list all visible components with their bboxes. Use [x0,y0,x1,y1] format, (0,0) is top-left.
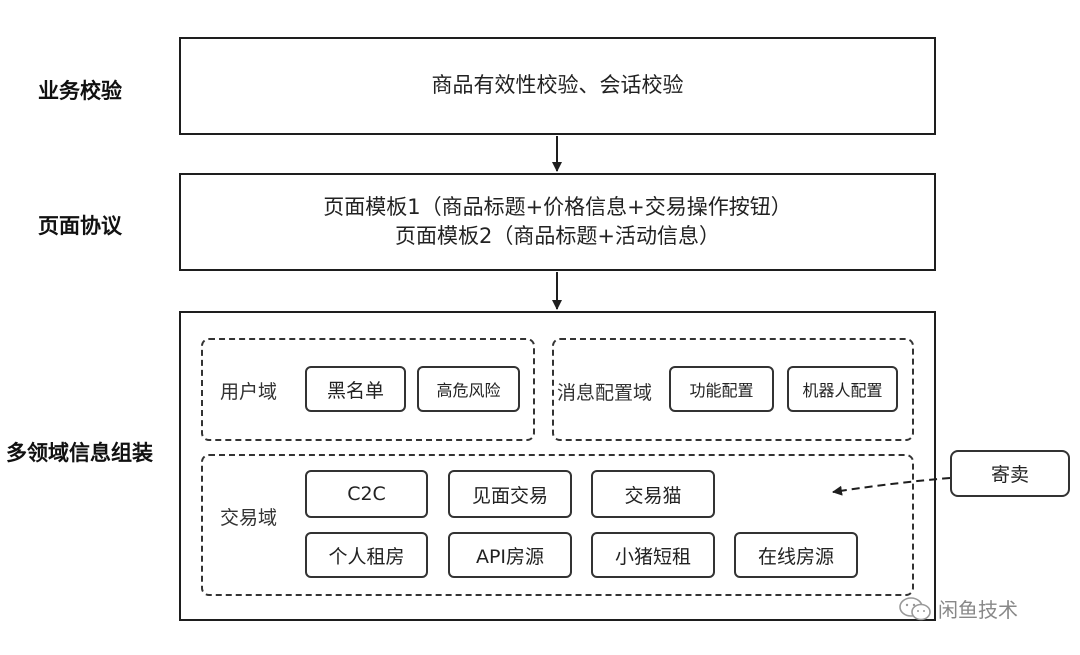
page-protocol-box: 页面模板1（商品标题+价格信息+交易操作按钮） 页面模板2（商品标题+活动信息） [179,173,936,271]
page-protocol-label: 页面协议 [38,214,122,238]
page-template-1-text: 页面模板1（商品标题+价格信息+交易操作按钮） [323,194,792,219]
business-validation-text: 商品有效性校验、会话校验 [431,73,684,98]
blacklist-chip: 黑名单 [305,366,406,412]
trade-cat-chip: 交易猫 [591,470,715,518]
feature-config-chip: 功能配置 [669,366,774,412]
business-validation-label: 业务校验 [38,79,122,103]
user-domain-label: 用户域 [220,381,278,403]
trade-domain-group [201,454,914,596]
user-domain-group [201,338,535,441]
business-validation-box: 商品有效性校验、会话校验 [179,37,936,135]
personal-rental-chip: 个人租房 [305,532,428,578]
wechat-icon [899,596,931,620]
trade-domain-label: 交易域 [220,507,278,529]
online-listing-chip: 在线房源 [734,532,858,578]
message-domain-group [552,338,914,441]
high-risk-chip: 高危风险 [417,366,520,412]
robot-config-chip: 机器人配置 [787,366,898,412]
watermark: 闲鱼技术 [898,594,1018,623]
domain-assembly-label: 多领域信息组装 [6,441,153,465]
xiaozhu-rental-chip: 小猪短租 [591,532,715,578]
message-domain-label: 消息配置域 [557,382,653,404]
consignment-box: 寄卖 [950,450,1070,497]
c2c-chip: C2C [305,470,428,518]
page-template-2-text: 页面模板2（商品标题+活动信息） [395,224,720,248]
watermark-text: 闲鱼技术 [938,598,1018,622]
api-listing-chip: API房源 [448,532,572,578]
face-to-face-trade-chip: 见面交易 [448,470,572,518]
